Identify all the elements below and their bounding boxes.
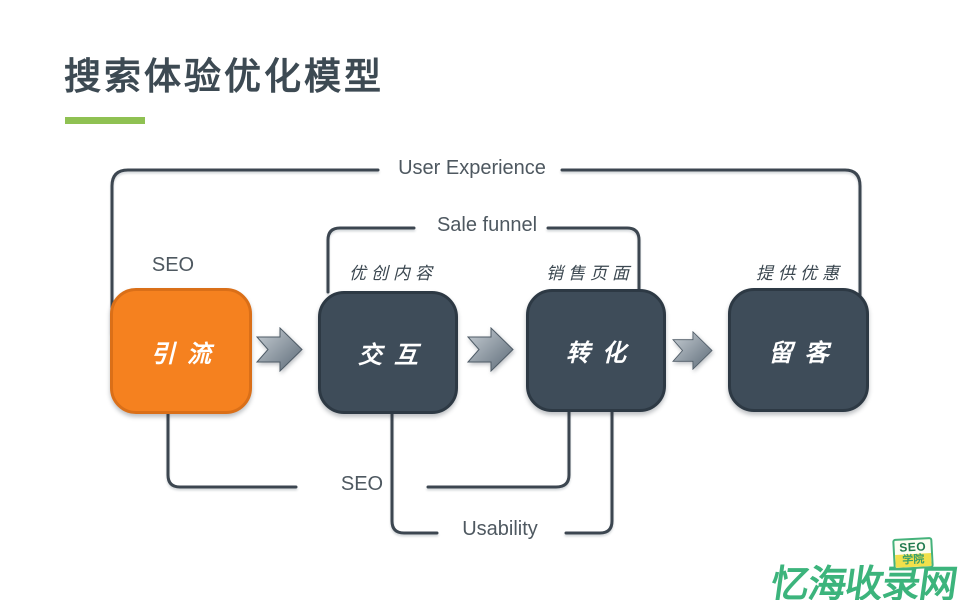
stage-box-interact: 交互: [318, 291, 458, 414]
title-underline-accent: [65, 117, 145, 124]
watermark-seo-academy-badge: SEO 学院: [892, 536, 934, 571]
flow-right-arrow-icon: [256, 327, 303, 372]
stage-box-label: 留客: [768, 338, 841, 367]
badge-seo-text: SEO: [898, 539, 927, 555]
flow-right-arrow-icon: [467, 327, 514, 372]
user-experience-label: User Experience: [398, 157, 546, 179]
stage-box-retain: 留客: [728, 288, 869, 412]
usability-bracket-left: [390, 404, 439, 535]
seo-bracket-left: [166, 404, 298, 489]
stage-box-attract: 引流: [110, 288, 252, 414]
stage-box-label: 交互: [358, 341, 430, 369]
usability-bracket-right: [564, 404, 614, 535]
stage-note-content: 优创内容: [349, 264, 437, 284]
seo-bracket-right: [426, 404, 571, 489]
stage-note-sales-page: 销售页面: [546, 264, 634, 284]
page-title: 搜索体验优化模型: [64, 54, 384, 98]
flow-right-arrow-icon: [672, 331, 713, 370]
usability-label: Usability: [462, 518, 538, 540]
stage-box-label: 引流: [151, 339, 223, 368]
stage-note-offer: 提供优惠: [756, 264, 844, 284]
sale-funnel-label: Sale funnel: [436, 214, 538, 236]
stage-box-convert: 转化: [526, 289, 666, 412]
seo-top-label: SEO: [151, 254, 195, 276]
seo-bottom-label: SEO: [340, 473, 384, 495]
stage-box-label: 转化: [566, 339, 638, 367]
badge-academy-text: 学院: [895, 553, 932, 568]
